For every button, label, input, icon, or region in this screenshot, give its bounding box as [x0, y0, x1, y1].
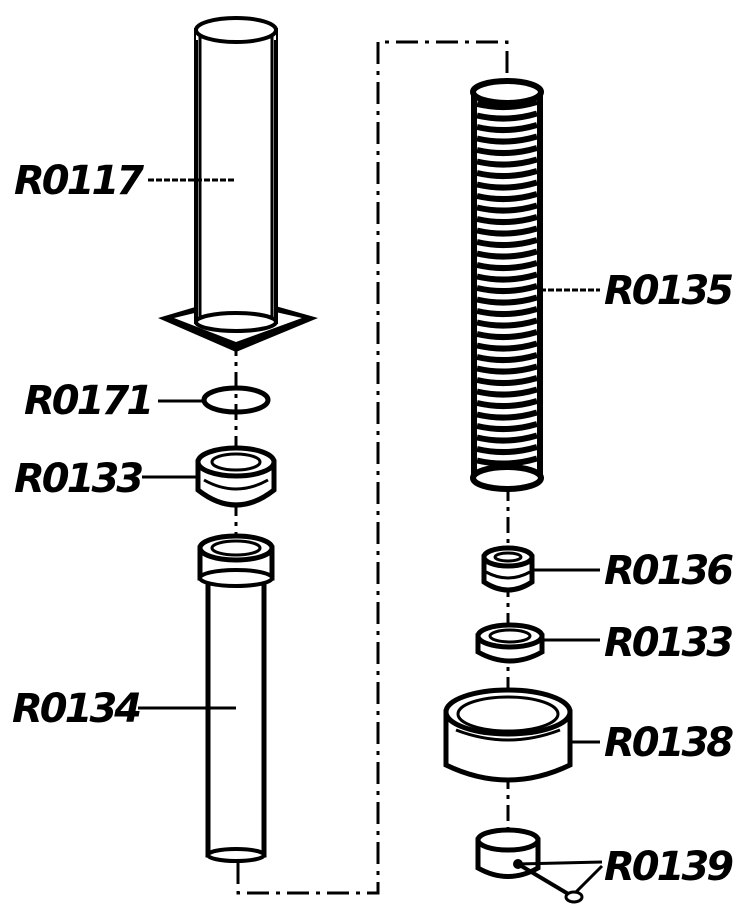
spring-coil	[476, 110, 538, 122]
label-r0138: R0138	[604, 720, 733, 766]
label-r0171: R0171	[24, 378, 151, 424]
spring-coil	[476, 99, 538, 110]
label-r0117: R0117	[14, 158, 144, 204]
spring-coil	[476, 340, 538, 352]
part-ring-r0133-left	[195, 445, 277, 508]
part-spring-r0135	[470, 78, 544, 492]
label-r0135: R0135	[604, 268, 732, 314]
spring-coil	[476, 421, 538, 432]
spring-coil	[476, 375, 538, 386]
spring-coil	[476, 386, 538, 398]
label-r0134: R0134	[12, 686, 140, 732]
label-r0133-left: R0133	[14, 456, 142, 502]
label-r0139: R0139	[604, 844, 733, 890]
spring-coil	[476, 179, 538, 191]
spring-coil	[476, 202, 538, 214]
part-valve-r0136	[481, 545, 535, 593]
spring-coil	[476, 145, 538, 156]
spring-coil	[476, 398, 538, 409]
spring-coil	[476, 329, 538, 340]
spring-coil	[476, 191, 538, 202]
spring-coil	[476, 306, 538, 317]
spring-coil	[476, 133, 538, 145]
spring-coil	[476, 294, 538, 306]
spring-coil	[476, 156, 538, 168]
spring-coil	[476, 225, 538, 237]
spring-coil	[476, 432, 538, 444]
spring-coil	[476, 260, 538, 271]
spring-coil	[476, 237, 538, 248]
spring-coil	[476, 363, 538, 375]
spring-coil	[476, 317, 538, 329]
spring-coil	[476, 455, 538, 467]
spring-coil	[476, 444, 538, 455]
part-ring-r0133-right	[475, 622, 545, 664]
part-lower-tube-r0134	[197, 533, 275, 863]
spring-coil	[476, 248, 538, 260]
spring-coil	[476, 122, 538, 133]
spring-coil	[476, 271, 538, 283]
leader-lines	[138, 178, 604, 895]
spring-coil	[476, 214, 538, 225]
label-r0136: R0136	[604, 548, 733, 594]
spring-coil	[476, 409, 538, 421]
spring-coil	[476, 283, 538, 294]
label-r0133-right: R0133	[604, 620, 732, 666]
spring-coil	[476, 168, 538, 179]
spring-coil	[476, 352, 538, 363]
part-nut-r0139	[475, 827, 584, 904]
part-tube-r0117	[158, 16, 318, 352]
part-cap-r0138	[443, 687, 573, 783]
